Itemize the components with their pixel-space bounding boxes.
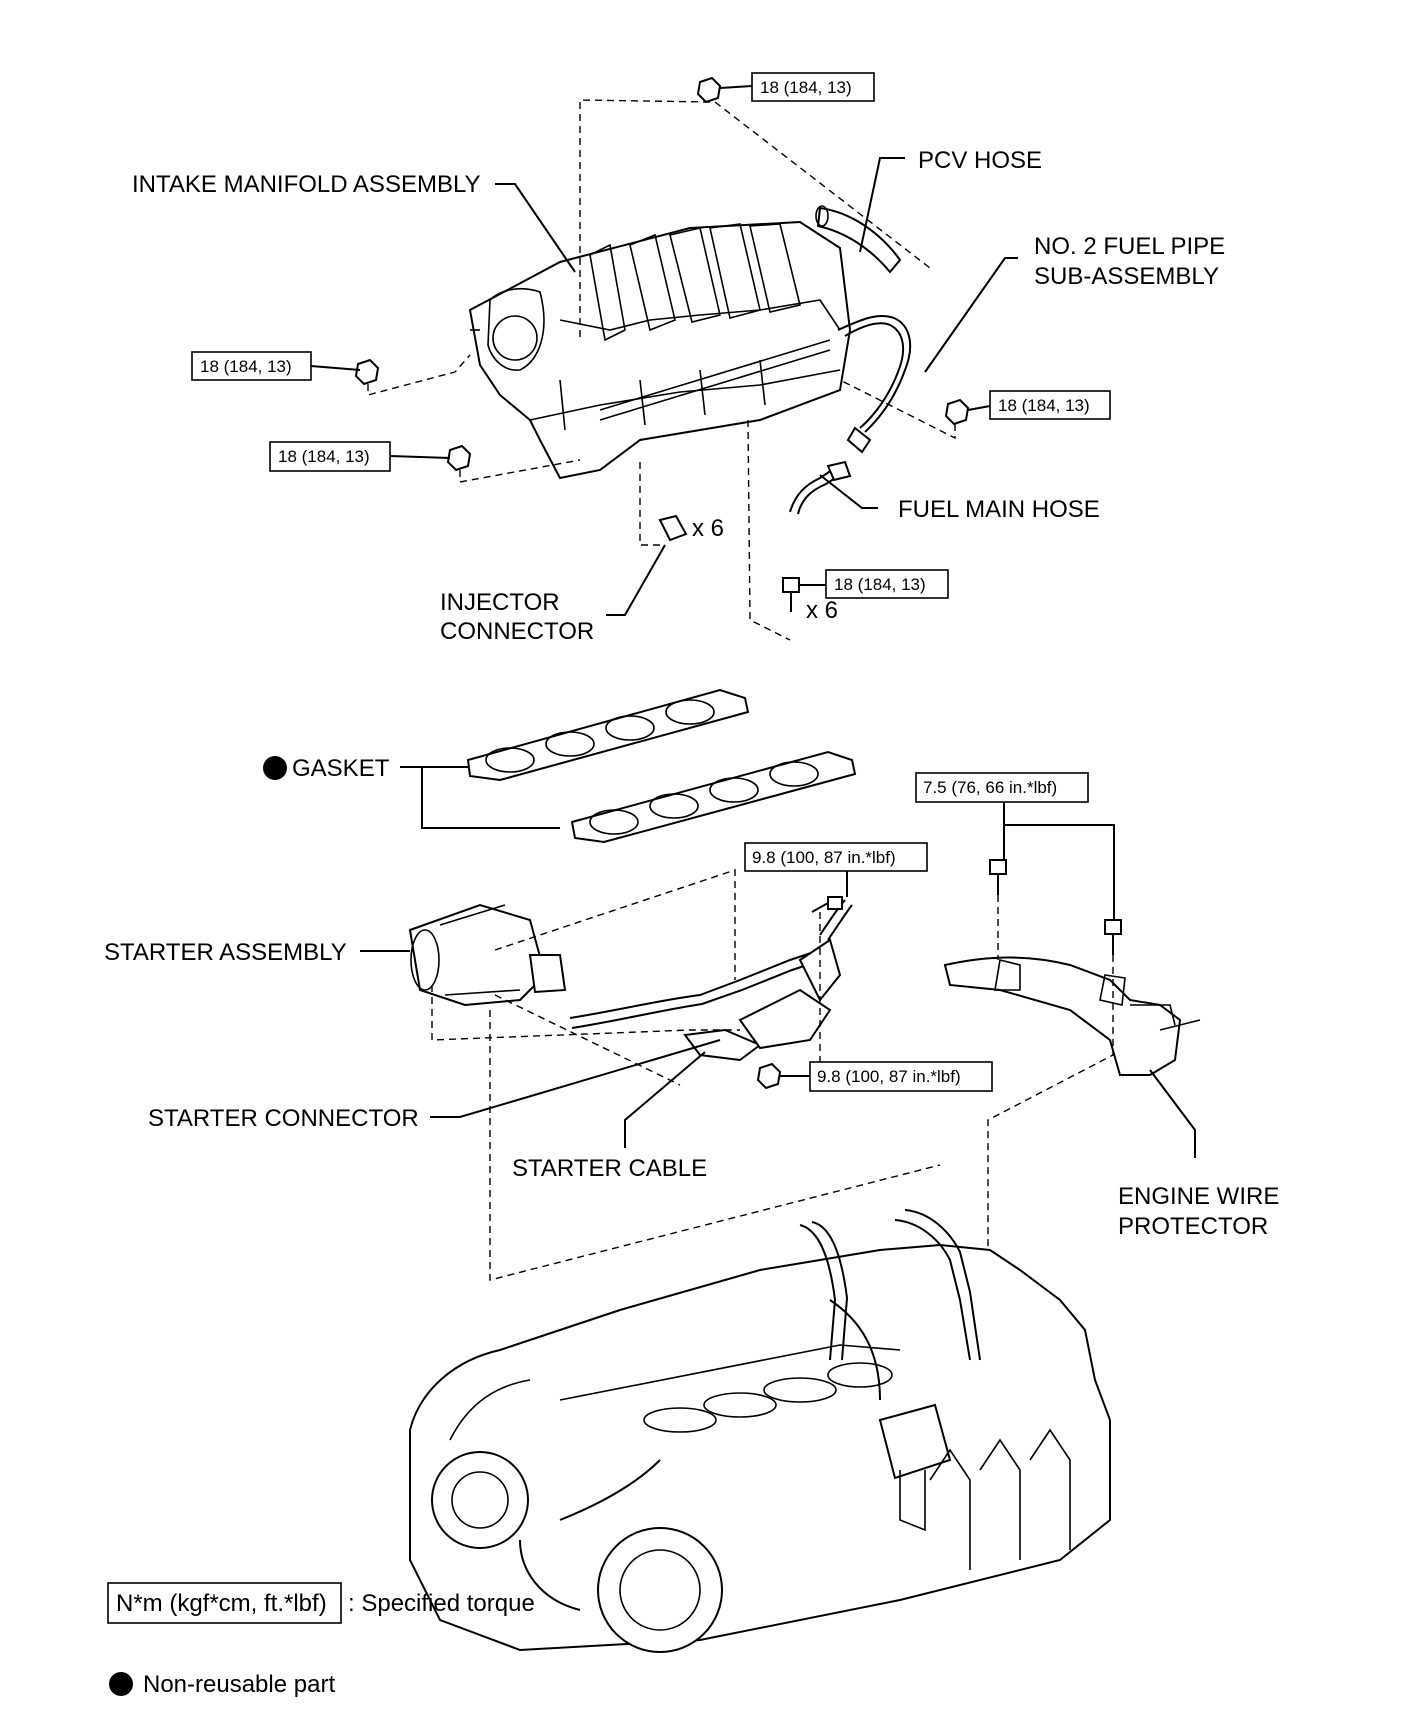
manifold-nuts: [354, 76, 970, 612]
label-fuel-pipe-line2: SUB-ASSEMBLY: [1034, 263, 1219, 290]
leader-lines: [310, 85, 1196, 1158]
label-injector-line2: CONNECTOR: [440, 618, 594, 645]
torque-starter-upper: 9.8 (100, 87 in.*lbf): [752, 848, 896, 867]
label-engine-wire-line1: ENGINE WIRE: [1118, 1183, 1279, 1210]
non-reusable-marker-gasket: [263, 756, 287, 780]
nut-right: [944, 398, 970, 426]
label-bolt-qty: x 6: [806, 597, 838, 624]
label-injector-line1: INJECTOR: [440, 589, 560, 616]
label-fuel-pipe-line1: NO. 2 FUEL PIPE: [1034, 233, 1225, 260]
gasket-drawing: [466, 688, 857, 844]
label-engine-wire-line2: PROTECTOR: [1118, 1213, 1268, 1240]
nut-starter-lower: [756, 1062, 782, 1090]
torque-manifold-left-upper: 18 (184, 13): [200, 357, 292, 376]
torque-manifold-right: 18 (184, 13): [998, 396, 1090, 415]
engine-block-drawing: [409, 1209, 1111, 1653]
nut-top: [696, 76, 722, 104]
torque-wire-protector: 7.5 (76, 66 in.*lbf): [923, 778, 1057, 797]
injector-connector-drawing: [658, 514, 688, 542]
lower-dashed-lines: [431, 869, 1114, 1281]
label-pcv-hose: PCV HOSE: [918, 147, 1042, 174]
torque-specs: 18 (184, 13) 18 (184, 13) 18 (184, 13) 1…: [191, 72, 1111, 1092]
engine-wire-protector-drawing: [943, 859, 1201, 1076]
torque-manifold-top: 18 (184, 13): [760, 78, 852, 97]
label-gasket: GASKET: [292, 755, 390, 782]
label-starter-connector: STARTER CONNECTOR: [148, 1105, 419, 1132]
torque-starter-lower: 9.8 (100, 87 in.*lbf): [817, 1067, 961, 1086]
label-starter-assembly: STARTER ASSEMBLY: [104, 939, 347, 966]
bolt-starter-upper: [827, 896, 843, 910]
intake-manifold-drawing: [468, 220, 852, 480]
starter-assembly-drawing: [408, 903, 567, 1007]
bolt-fuel-pipe: [782, 577, 800, 593]
legend-torque-box-text: N*m (kgf*cm, ft.*lbf): [116, 1590, 327, 1617]
part-labels: INTAKE MANIFOLD ASSEMBLY PCV HOSE NO. 2 …: [104, 147, 1279, 1240]
label-intake-manifold: INTAKE MANIFOLD ASSEMBLY: [132, 171, 481, 198]
label-injector-qty: x 6: [692, 515, 724, 542]
torque-manifold-left-lower: 18 (184, 13): [278, 447, 370, 466]
starter-cable-drawing: [569, 899, 853, 1062]
manifold-dashed-lines: [367, 99, 956, 641]
starter-fasteners: [756, 896, 843, 1090]
legend-non-reusable-desc: Non-reusable part: [143, 1671, 335, 1698]
legend-non-reusable-dot: [109, 1672, 133, 1696]
pcv-hose-drawing: [815, 205, 902, 274]
fuel-pipe-drawing: [837, 314, 912, 454]
legend: N*m (kgf*cm, ft.*lbf) : Specified torque…: [107, 1582, 535, 1698]
label-starter-cable: STARTER CABLE: [512, 1155, 707, 1182]
legend-torque-desc: : Specified torque: [348, 1590, 535, 1617]
legend-torque-box: [107, 1582, 342, 1624]
fuel-main-hose-drawing: [789, 460, 852, 515]
nut-left-lower: [446, 444, 472, 472]
nut-left-upper: [354, 358, 380, 386]
torque-fuel-pipe-bolts: 18 (184, 13): [834, 575, 926, 594]
label-fuel-main-hose: FUEL MAIN HOSE: [898, 496, 1100, 523]
